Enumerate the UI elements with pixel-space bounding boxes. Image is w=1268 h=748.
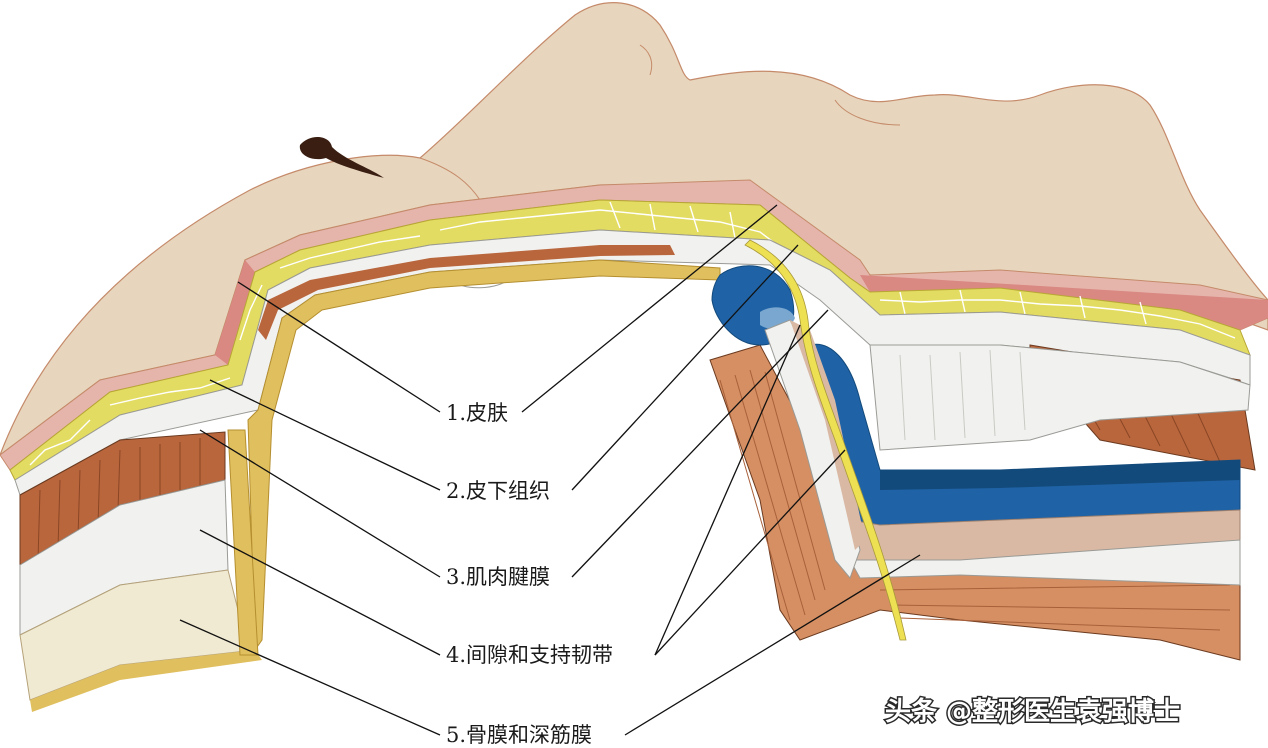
orbital-septum-sheet bbox=[869, 344, 1251, 451]
label-periosteum-deep-fascia: 5.骨膜和深筋膜 bbox=[446, 723, 592, 747]
leader-muscle-left bbox=[199, 429, 441, 578]
label-muscle-aponeurosis: 3.肌肉腱膜 bbox=[446, 565, 550, 589]
skin-dermis-dark-edge bbox=[215, 260, 1268, 365]
orbital-rim-tan-layer bbox=[790, 320, 865, 550]
label-subcutaneous-tissue: 2.皮下组织 bbox=[446, 479, 550, 503]
face-contour-line bbox=[419, 44, 901, 201]
leader-spaces-left bbox=[199, 529, 441, 656]
supraorbital-nerve bbox=[744, 239, 907, 641]
leader-lines bbox=[179, 204, 921, 736]
face-skin-surface bbox=[0, 2, 1268, 456]
left-periosteum-edge bbox=[30, 650, 262, 712]
leader-subcutaneous-left bbox=[209, 379, 441, 491]
leader-skin-left bbox=[237, 281, 441, 413]
watermark-text: 头条 @整形医生袁强博士 bbox=[885, 696, 1180, 727]
frontalis-muscle-strip bbox=[258, 245, 675, 340]
leader-skin bbox=[521, 204, 778, 413]
leader-spaces-right-a bbox=[654, 324, 801, 656]
label-spaces-ligaments: 4.间隙和支持韧带 bbox=[446, 643, 613, 667]
fat-lobule-septa bbox=[29, 201, 1236, 466]
lower-white-sheet bbox=[849, 539, 1241, 586]
orbital-fat-dark-edge bbox=[880, 460, 1240, 490]
septum-striations bbox=[899, 349, 1026, 441]
leader-muscle-right bbox=[571, 309, 829, 578]
eyebrow-hair-shape bbox=[299, 136, 384, 178]
leader-fascia-left bbox=[179, 619, 441, 736]
label-skin: 1.皮肤 bbox=[446, 401, 508, 425]
periosteum-band bbox=[247, 259, 721, 652]
left-muscle-fibers bbox=[37, 438, 201, 561]
leader-spaces-right-b bbox=[654, 449, 846, 656]
leader-fascia-right bbox=[624, 554, 921, 736]
leader-subcutaneous-right bbox=[571, 244, 799, 491]
